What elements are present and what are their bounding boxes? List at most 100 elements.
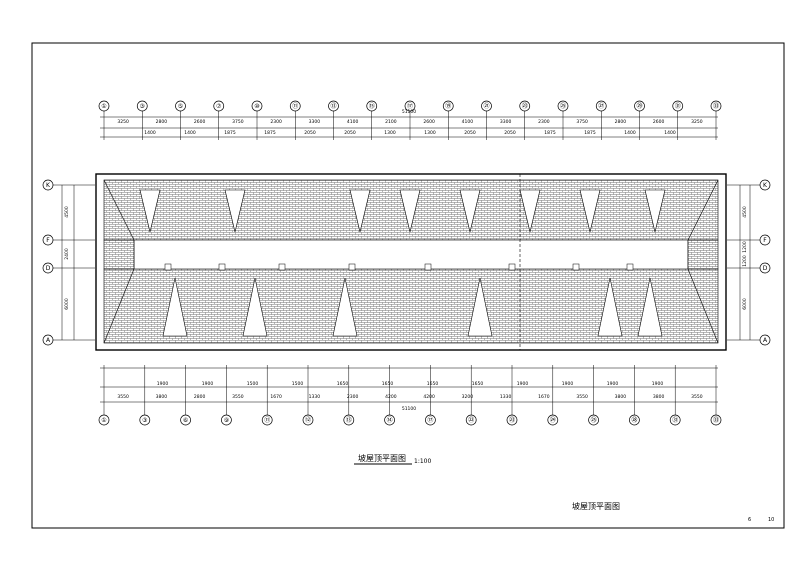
axis-label: ⑲	[445, 102, 451, 110]
axis-label: ⑪	[264, 416, 270, 424]
dimension-value: 3250	[117, 119, 129, 125]
dimension-value: 2600	[653, 119, 665, 125]
axis-bubble-bottom-7: ⑭	[384, 414, 395, 426]
dimension-value: 1200	[742, 241, 748, 253]
roof-valleys-lower	[162, 277, 663, 337]
axis-bubble-top-3: ⑦	[213, 100, 225, 112]
svg-text:F: F	[46, 237, 50, 244]
roof-left-hip	[103, 239, 135, 270]
grid-tick-lines	[53, 111, 760, 415]
dimension-value: 2400	[64, 248, 70, 260]
axis-bubble-bottom-11: ㉔	[547, 414, 559, 426]
axis-bubble-top-16: ㉝	[710, 100, 722, 112]
axis-label: ⑭	[387, 416, 393, 424]
axis-label: ⑬	[346, 416, 352, 424]
dimension-value: 1400	[184, 130, 196, 136]
dimension-value: 1400	[624, 130, 636, 136]
dimension-value: 4200	[423, 394, 435, 400]
top-total-dimension: 51100	[402, 109, 416, 115]
dimension-value: 3750	[576, 119, 588, 125]
page-number-left: 6	[748, 517, 751, 523]
drawing-title: 坡屋顶平面图	[358, 453, 406, 463]
dimension-value: 1500	[292, 381, 304, 387]
axis-label: ⑰	[427, 416, 433, 424]
axis-bubble-bottom-10: ㉓	[506, 414, 518, 426]
axis-label: ③	[140, 103, 145, 110]
page-number-right: 10	[768, 517, 774, 523]
axis-label: ⑬	[330, 102, 336, 110]
axis-label: ㉑	[483, 102, 489, 110]
axis-label: ⑫	[305, 416, 311, 424]
svg-text:A: A	[46, 337, 51, 344]
axis-bubble-top-14: ㉙	[634, 100, 645, 112]
dimension-value: 1900	[517, 381, 529, 387]
drawing-scale: 1:100	[414, 458, 431, 465]
dimension-value: 2800	[156, 119, 168, 125]
axis-label: ⑤	[178, 103, 183, 110]
dimension-value: 1670	[270, 394, 282, 400]
roof-valleys-upper	[139, 189, 666, 233]
roof-corridor	[133, 239, 689, 270]
dimension-value: 3200	[462, 394, 474, 400]
axis-label: ㉗	[598, 102, 604, 110]
dimension-value: 1900	[607, 381, 619, 387]
axis-bubble-left-D: D	[42, 262, 54, 274]
dimension-value: 2800	[615, 119, 627, 125]
axis-bubble-bottom-9: ㉒	[465, 414, 477, 426]
axis-bubble-bottom-8: ⑰	[425, 414, 436, 426]
axis-label: ⑮	[369, 102, 375, 110]
axis-label: ⑪	[292, 102, 298, 110]
axis-label: ㉓	[522, 102, 528, 110]
axis-bubble-top-11: ㉓	[519, 100, 531, 112]
dimension-value: 1900	[652, 381, 664, 387]
dimension-value: 1670	[538, 394, 550, 400]
dimension-value: 2050	[504, 130, 516, 136]
axis-label: ⑨	[224, 417, 229, 424]
dimension-value: 3300	[500, 119, 512, 125]
dimension-value: 1300	[424, 130, 436, 136]
axis-bubble-right-K: K	[759, 179, 771, 191]
dimension-value: 1875	[224, 130, 236, 136]
axis-label: ⑰	[407, 102, 413, 110]
svg-text:A: A	[763, 337, 768, 344]
dimension-value: 3800	[156, 394, 168, 400]
dimension-value: 2050	[344, 130, 356, 136]
axis-bubble-top-8: ⑰	[404, 100, 416, 112]
axis-label: ㉛	[672, 416, 678, 424]
axis-label: ㉝	[713, 416, 719, 424]
axis-label: ㉙	[636, 102, 642, 110]
dimension-value: 2050	[304, 130, 316, 136]
axis-bubble-left-F: F	[42, 234, 54, 246]
dimension-value: 4100	[347, 119, 359, 125]
axis-label: ⑥	[183, 417, 188, 424]
axis-bubble-right-F: F	[759, 234, 771, 246]
dimension-value: 3750	[232, 119, 244, 125]
axis-bubble-top-5: ⑪	[289, 100, 301, 112]
dimension-value: 2800	[194, 394, 206, 400]
dimension-value: 1900	[562, 381, 574, 387]
dimension-value: 1400	[664, 130, 676, 136]
dimension-value: 1330	[309, 394, 321, 400]
dimension-value: 1330	[500, 394, 512, 400]
axis-bubble-bottom-0: ①	[98, 414, 110, 426]
dimension-value: 1650	[337, 381, 349, 387]
axis-bubble-top-4: ⑩	[251, 100, 263, 112]
axis-bubble-bottom-13: ㉘	[629, 414, 640, 426]
axis-label: ㉛	[675, 102, 681, 110]
axis-bubble-bottom-14: ㉛	[669, 414, 681, 426]
axis-label: ㉓	[509, 416, 515, 424]
axis-bubble-top-9: ⑲	[442, 100, 454, 112]
dimension-value: 1875	[584, 130, 596, 136]
axis-bubble-bottom-2: ⑥	[180, 414, 191, 426]
svg-text:F: F	[763, 237, 767, 244]
dimension-value: 1900	[157, 381, 169, 387]
axis-bubble-left-A: A	[42, 334, 54, 346]
